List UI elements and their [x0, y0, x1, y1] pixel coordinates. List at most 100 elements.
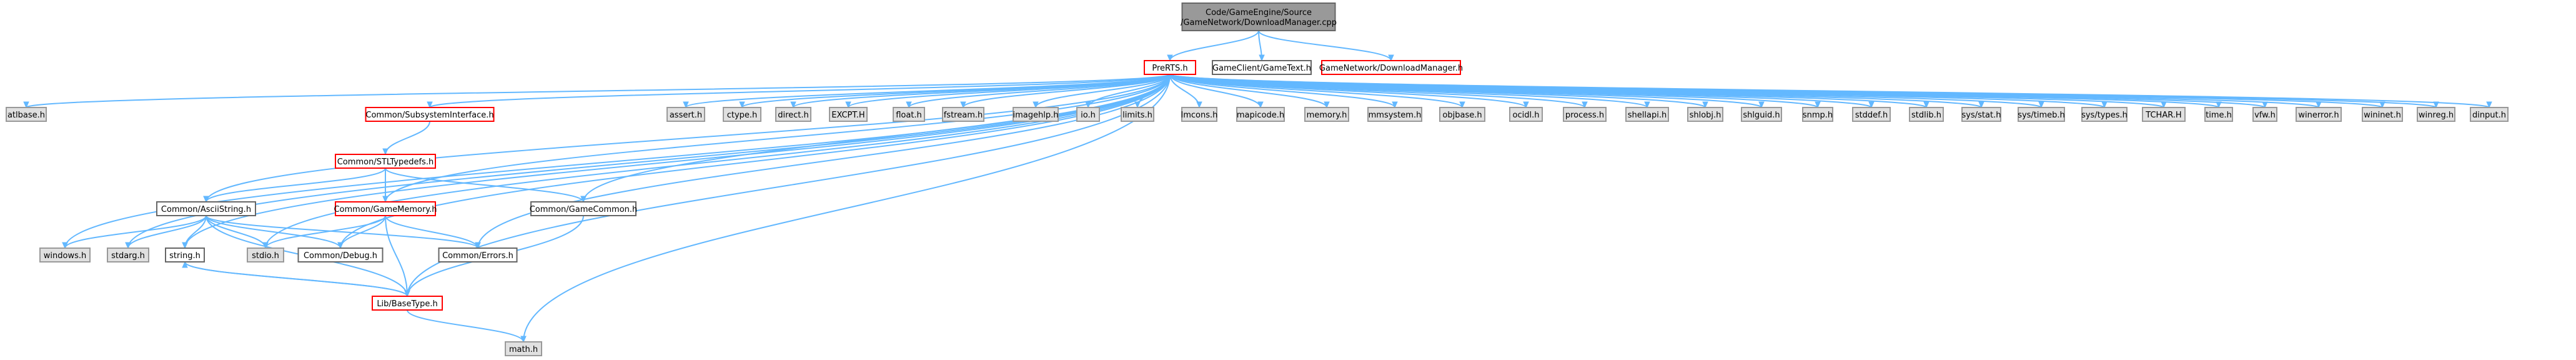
edge-arrowhead — [1978, 101, 1984, 109]
node-stltypedefs[interactable]: Common/STLTypedefs.h — [335, 154, 436, 169]
edge-asciistring-to-errors — [206, 215, 481, 249]
node-atlbase[interactable]: atlbase.h — [6, 107, 47, 122]
edge-arrowhead — [1523, 101, 1529, 109]
edge-arrowhead — [1392, 101, 1398, 109]
edge-prerts-to-memory — [1169, 74, 1330, 109]
edge-line — [1169, 30, 1259, 61]
edge-line — [1169, 74, 1327, 108]
node-stdio[interactable]: stdio.h — [247, 248, 284, 262]
edge-prerts-to-imagehlp — [1033, 74, 1171, 109]
node-asciistring[interactable]: Common/AsciiString.h — [156, 201, 256, 216]
node-box — [1367, 107, 1422, 122]
node-dlmgr[interactable]: GameNetwork/DownloadManager.h — [1319, 60, 1463, 75]
node-box — [335, 154, 436, 169]
node-label: time.h — [2206, 111, 2232, 120]
node-tchar[interactable]: TCHAR.H — [2142, 107, 2186, 122]
node-winreg[interactable]: winreg.h — [2417, 107, 2455, 122]
node-ocidl[interactable]: ocidl.h — [1509, 107, 1543, 122]
edge-line — [1169, 74, 1395, 108]
node-label: Common/STLTypedefs.h — [337, 158, 433, 167]
node-label: fstream.h — [944, 111, 983, 120]
node-dinput[interactable]: dinput.h — [2470, 107, 2509, 122]
node-root[interactable]: Code/GameEngine/Source/GameNetwork/Downl… — [1181, 2, 1337, 31]
node-lmcons[interactable]: lmcons.h — [1181, 107, 1218, 122]
edge-line — [385, 168, 584, 202]
node-label: shlguid.h — [1743, 111, 1780, 120]
edge-line — [385, 74, 1171, 202]
node-gamecommon[interactable]: Common/GameCommon.h — [530, 201, 638, 216]
node-box — [829, 107, 868, 122]
node-stdarg[interactable]: stdarg.h — [107, 248, 149, 262]
node-snmp[interactable]: snmp.h — [1802, 107, 1833, 122]
edge-arrowhead — [2038, 101, 2044, 109]
edge-line — [64, 215, 207, 249]
edge-arrowhead — [1758, 101, 1765, 109]
node-vfw[interactable]: vfw.h — [2252, 107, 2277, 122]
node-shlguid[interactable]: shlguid.h — [1741, 107, 1782, 122]
node-gametext[interactable]: GameClient/GameText.h — [1212, 60, 1312, 75]
node-assert[interactable]: assert.h — [666, 107, 705, 122]
node-errors[interactable]: Common/Errors.h — [438, 248, 518, 262]
edge-arrowhead — [683, 101, 689, 109]
edge-root-to-gametext — [1258, 30, 1265, 62]
node-box — [505, 341, 542, 356]
node-box — [2081, 107, 2128, 122]
edge-line — [385, 121, 430, 155]
edge-prerts-to-excpt — [845, 74, 1171, 109]
edge-prerts-to-fstream — [960, 74, 1171, 109]
node-memory[interactable]: memory.h — [1304, 107, 1349, 122]
edge-line — [206, 215, 478, 249]
node-systypes[interactable]: sys/types.h — [2081, 107, 2128, 122]
edge-asciistring-to-string — [182, 215, 207, 249]
node-systimeb[interactable]: sys/timeb.h — [2018, 107, 2065, 122]
node-stdlib[interactable]: stdlib.h — [1909, 107, 1944, 122]
node-fstream[interactable]: fstream.h — [942, 107, 984, 122]
node-float[interactable]: float.h — [893, 107, 925, 122]
node-math[interactable]: math.h — [505, 341, 542, 356]
node-label: winerror.h — [2298, 111, 2339, 120]
node-process[interactable]: process.h — [1563, 107, 1607, 122]
node-limits[interactable]: limits.h — [1121, 107, 1154, 122]
edge-root-to-dlmgr — [1258, 30, 1394, 62]
edge-arrowhead — [580, 196, 587, 203]
edge-arrowhead — [62, 242, 68, 249]
node-mapicode[interactable]: mapicode.h — [1236, 107, 1285, 122]
node-mmsystem[interactable]: mmsystem.h — [1367, 107, 1422, 122]
node-prerts[interactable]: PreRTS.h — [1144, 60, 1196, 75]
node-gamememory[interactable]: Common/GameMemory.h — [334, 201, 437, 216]
node-windows[interactable]: windows.h — [39, 248, 91, 262]
node-ctype[interactable]: ctype.h — [723, 107, 761, 122]
node-basetype[interactable]: Lib/BaseType.h — [372, 296, 443, 311]
node-string[interactable]: string.h — [165, 248, 205, 262]
node-wininet[interactable]: wininet.h — [2362, 107, 2403, 122]
node-box — [297, 248, 384, 262]
node-label: lmcons.h — [1181, 111, 1218, 120]
node-sysstat[interactable]: sys/stat.h — [1961, 107, 2001, 122]
node-io[interactable]: io.h — [1076, 107, 1100, 122]
node-shlobj[interactable]: shlobj.h — [1687, 107, 1723, 122]
node-stddef[interactable]: stddef.h — [1852, 107, 1891, 122]
node-objbase[interactable]: objbase.h — [1439, 107, 1485, 122]
edge-line — [26, 74, 1171, 108]
node-direct[interactable]: direct.h — [775, 107, 811, 122]
edge-line — [1169, 74, 2490, 108]
node-label: assert.h — [670, 111, 702, 120]
node-box — [372, 296, 443, 311]
edge-prerts-to-atlbase — [23, 74, 1171, 109]
node-box — [2252, 107, 2277, 122]
node-time[interactable]: time.h — [2204, 107, 2233, 122]
node-box — [1439, 107, 1485, 122]
node-imagehlp[interactable]: imagehlp.h — [1013, 107, 1059, 122]
node-box — [2142, 107, 2186, 122]
edge-arrowhead — [1388, 54, 1394, 62]
node-box — [365, 107, 495, 122]
edge-arrowhead — [1259, 54, 1265, 62]
edge-line — [583, 74, 1171, 202]
node-label: direct.h — [778, 111, 809, 120]
node-shellapi[interactable]: shellapi.h — [1625, 107, 1669, 122]
node-excpt[interactable]: EXCPT.H — [829, 107, 868, 122]
node-subsys[interactable]: Common/SubsystemInterface.h — [365, 107, 495, 122]
node-debug[interactable]: Common/Debug.h — [297, 248, 384, 262]
node-winerror[interactable]: winerror.h — [2296, 107, 2342, 122]
node-box — [1909, 107, 1944, 122]
